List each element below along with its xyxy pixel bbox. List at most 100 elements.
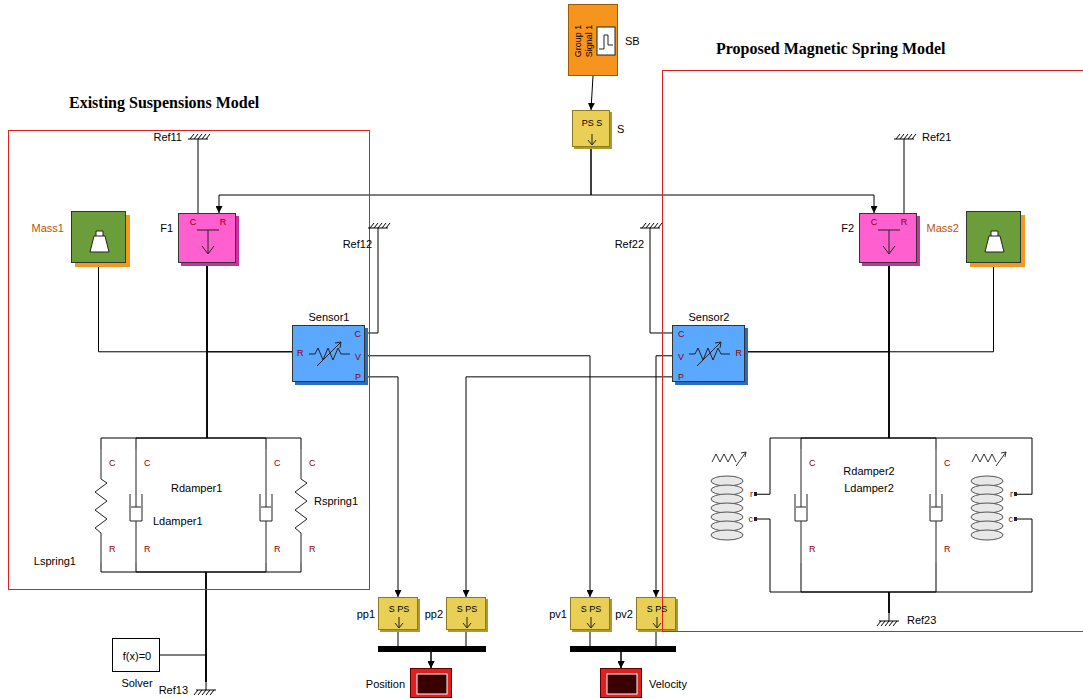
port-label: R	[944, 545, 951, 554]
block-label: Ref23	[907, 615, 936, 626]
signal-converter: S PSpv1	[570, 597, 610, 630]
force-symbol	[197, 230, 219, 254]
signal-icon	[597, 27, 615, 55]
block-icon	[257, 449, 275, 563]
block-label: S	[617, 124, 624, 135]
physical-connection	[745, 263, 889, 352]
port-label: r	[750, 490, 753, 499]
block-label: pv2	[615, 609, 633, 620]
port-label: R	[144, 545, 151, 554]
block-icon	[192, 682, 220, 696]
block-label: Ref13	[159, 685, 188, 696]
spring-symbol	[295, 449, 307, 563]
mass-symbol	[90, 231, 109, 252]
port-label: C	[190, 218, 197, 227]
region-title: Existing Suspensions Model	[69, 95, 259, 111]
block-label: S PS	[457, 605, 478, 614]
block-label: S PS	[389, 605, 410, 614]
force-source: CRF2	[859, 213, 917, 263]
force-source: CRF1	[178, 213, 236, 263]
sensor-symbol	[689, 342, 730, 366]
physical-connection	[206, 563, 301, 682]
coil-turn	[711, 530, 743, 540]
port-label: R	[736, 349, 743, 358]
block-label: pp1	[357, 609, 375, 620]
port-label: C	[944, 459, 951, 468]
port-label: c	[749, 515, 754, 524]
block-label: Sensor1	[309, 312, 350, 323]
damper-symbol	[260, 449, 272, 563]
region-title: Proposed Magnetic Spring Model	[716, 41, 945, 57]
mux-bar	[378, 646, 486, 652]
physical-connection	[889, 263, 936, 449]
port-terminal	[1014, 492, 1017, 496]
block-icon	[875, 613, 903, 627]
mass-block: Mass2	[966, 211, 1021, 263]
damper-element: CRLdamper1	[127, 449, 145, 563]
arrow-symbol	[395, 617, 403, 628]
port-terminal	[754, 517, 757, 521]
block-icon	[637, 598, 677, 631]
mass-symbol	[985, 231, 1004, 252]
block-icon	[709, 471, 757, 546]
damper-element: CRLdamper2	[927, 449, 945, 563]
port-label: V	[678, 353, 684, 362]
signal-converter: PS SS	[572, 110, 610, 147]
spring-icon	[712, 452, 1006, 466]
physical-connection	[136, 263, 207, 449]
ground-reference: Ref12	[364, 222, 392, 236]
signal-line	[656, 356, 672, 597]
block-label: Mass1	[32, 223, 64, 234]
port-label: R	[901, 218, 908, 227]
physical-connection	[206, 563, 266, 682]
block-icon	[792, 449, 810, 563]
block-icon	[447, 598, 487, 631]
block-label: Rdamper2	[843, 466, 894, 477]
magnetic-spring: rc	[709, 471, 757, 546]
block-icon	[179, 214, 237, 264]
signal-line	[365, 356, 590, 597]
physical-connection	[198, 147, 199, 213]
ground-reference: Ref22	[636, 222, 664, 236]
port-label: C	[309, 459, 316, 468]
physical-connection	[101, 263, 207, 449]
block-label: F2	[841, 223, 854, 234]
ground-symbol	[188, 134, 210, 147]
block-icon	[292, 449, 310, 563]
coil-turn	[971, 530, 1003, 540]
physical-connection	[889, 519, 1032, 613]
model-region: Proposed Magnetic Spring ModelRef21CRF2M…	[662, 70, 1083, 632]
ground-reference: Ref23	[875, 613, 903, 627]
magnetic-spring: rc	[969, 471, 1017, 546]
block-label: Ldamper1	[153, 516, 203, 527]
signal-converter: S PSpv2	[636, 597, 676, 630]
port-label: R	[309, 545, 316, 554]
block-label: Solver	[121, 678, 152, 689]
motion-sensor: CRVPSensor1	[292, 325, 365, 382]
block-label: Ref22	[615, 239, 644, 250]
signal-line	[466, 377, 672, 597]
scope-block: Position	[410, 668, 452, 698]
force-symbol	[878, 230, 900, 254]
block-icon	[967, 212, 1022, 264]
ground-symbol	[640, 223, 662, 236]
block-icon	[636, 222, 664, 236]
block-label: Ldamper2	[844, 483, 894, 494]
signal-builder: Group 1Signal 1SB	[568, 4, 618, 76]
physical-connection	[745, 263, 994, 352]
signal-line	[591, 76, 593, 110]
port-label: C	[809, 459, 816, 468]
spring-symbol	[95, 449, 107, 563]
port-label: C	[109, 459, 116, 468]
motion-sensor: CVPRSensor2	[672, 325, 745, 382]
block-icon	[379, 598, 419, 631]
block-icon	[411, 669, 453, 699]
block-label: pv1	[549, 609, 567, 620]
block-label: S PS	[581, 605, 602, 614]
solver-block: f(x)=0Solver	[112, 638, 160, 672]
physical-connection	[801, 563, 889, 613]
block-label: F1	[160, 223, 173, 234]
physical-connection	[207, 263, 292, 352]
port-label: r	[1010, 490, 1013, 499]
ground-symbol	[877, 613, 899, 626]
